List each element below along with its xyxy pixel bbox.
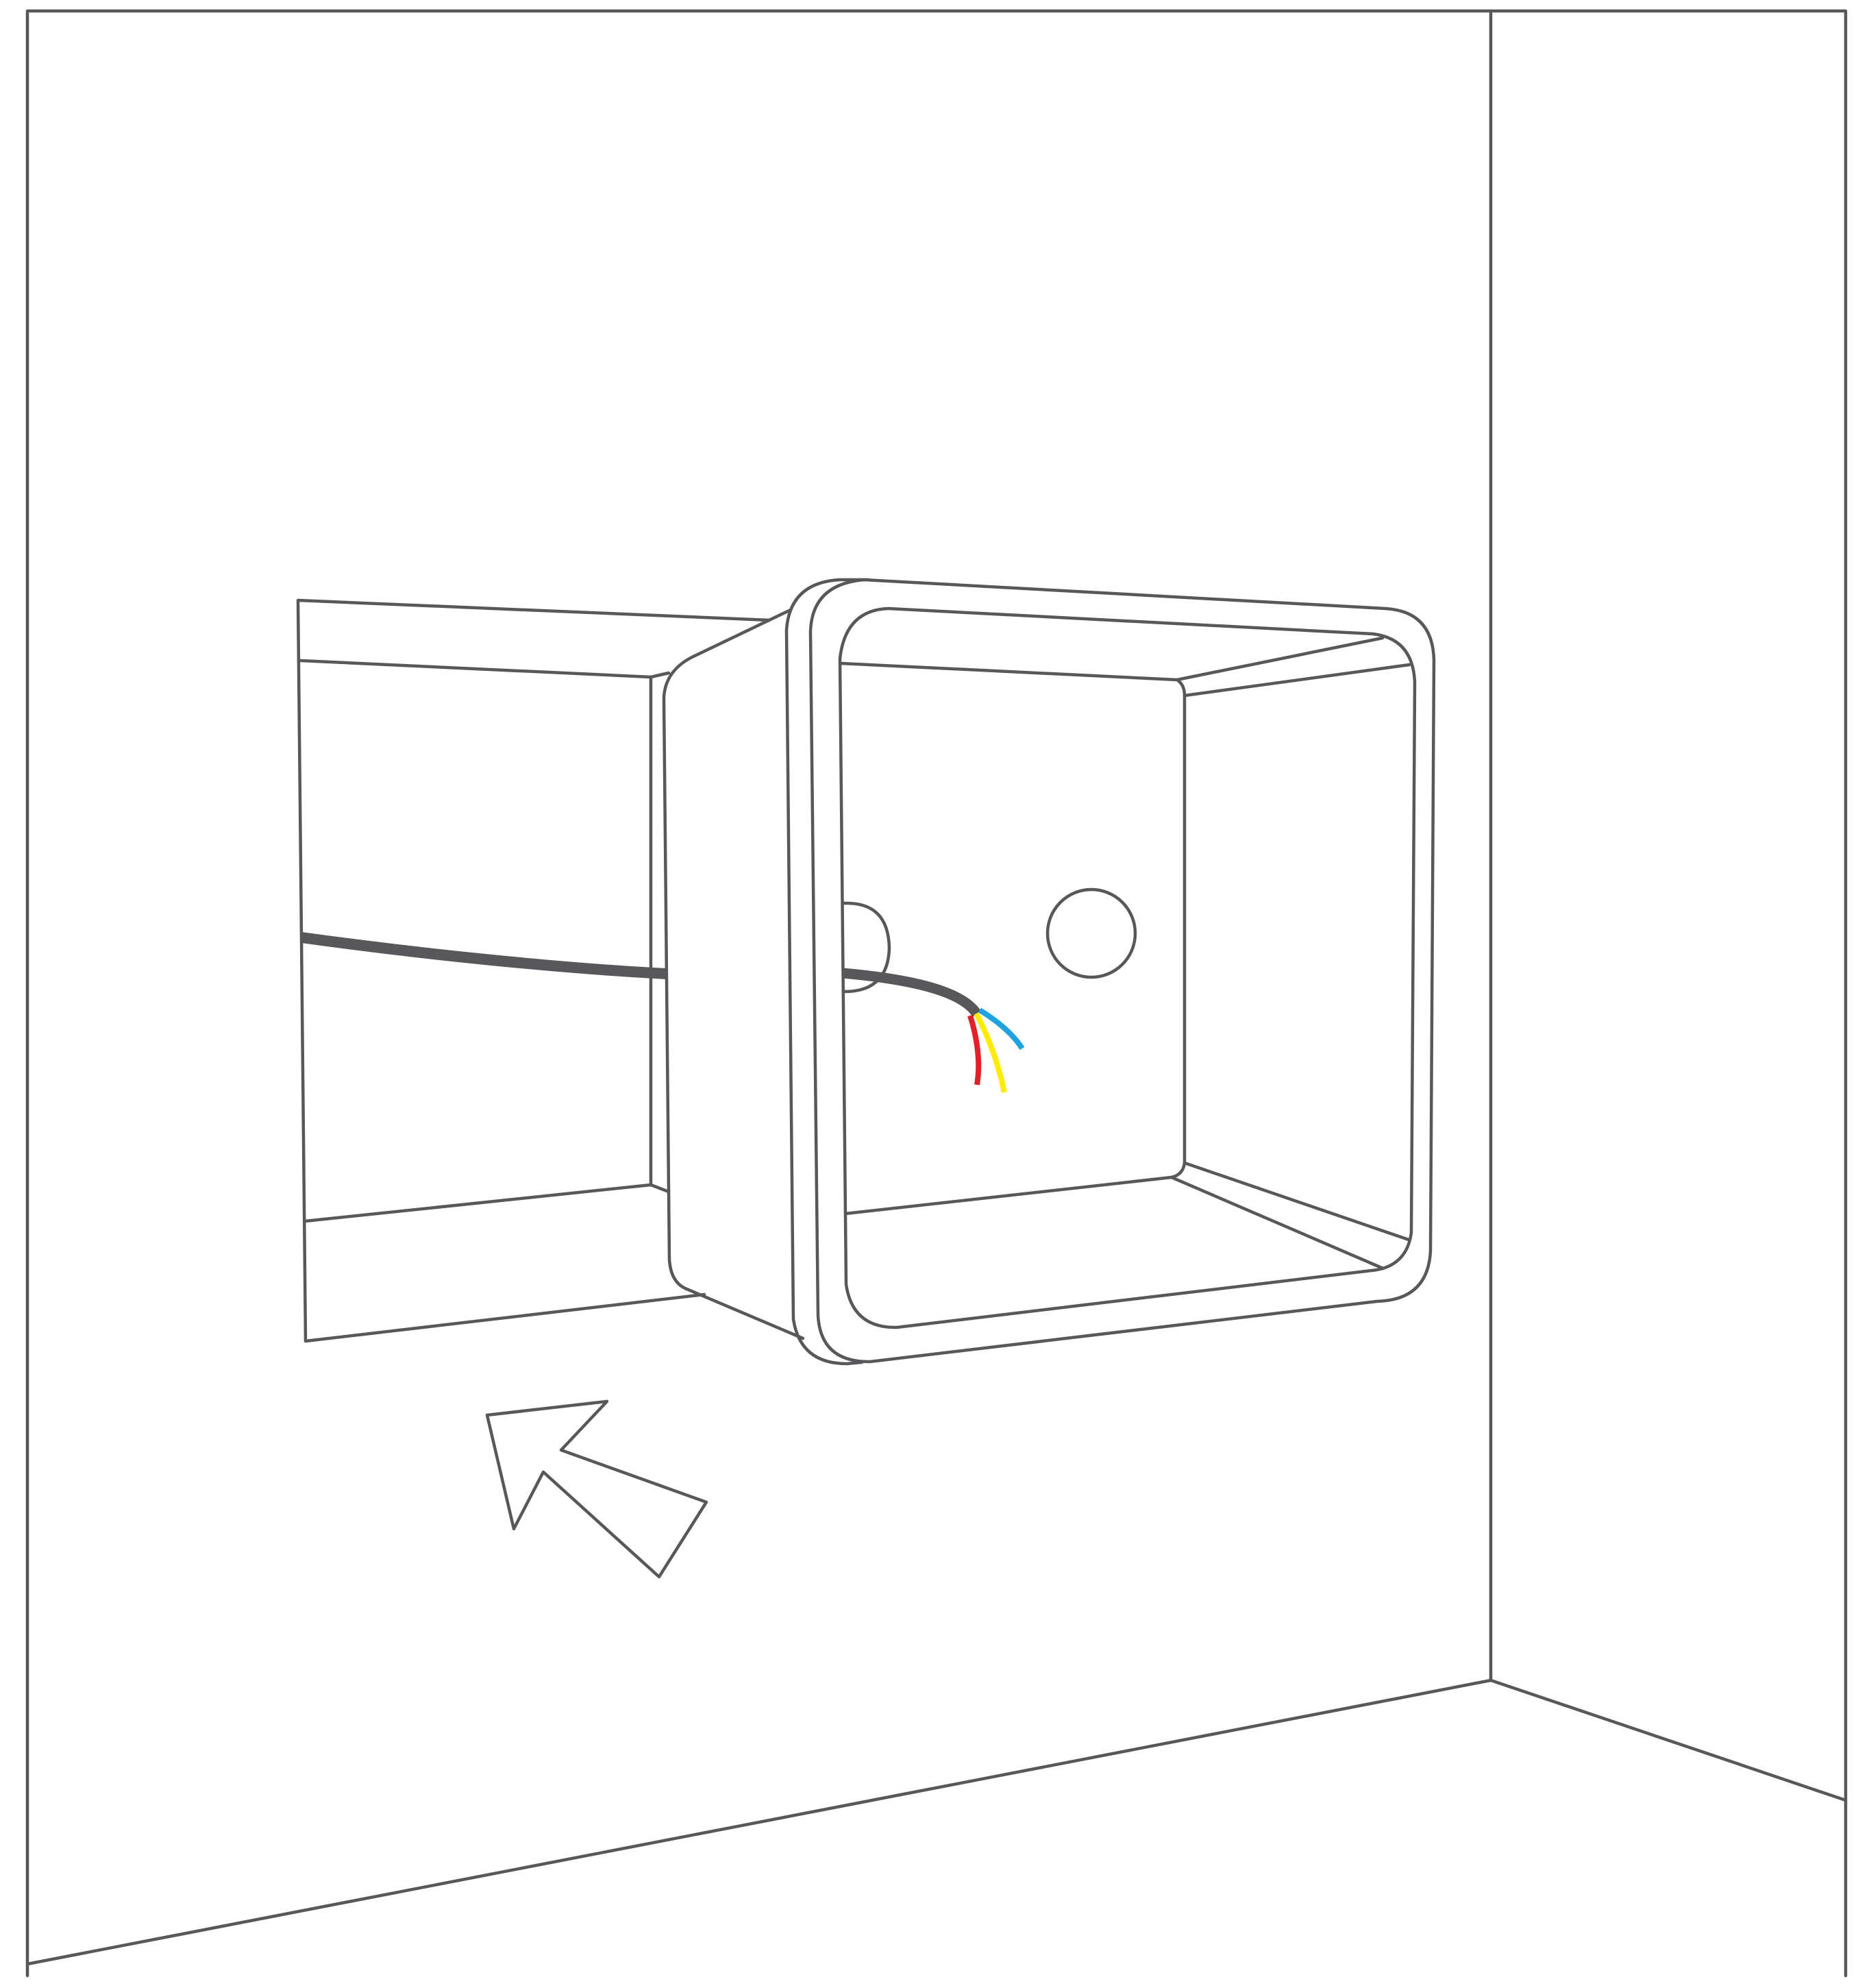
- box-side-body: [664, 610, 803, 1338]
- recess-inner-top-edge: [301, 661, 669, 677]
- recess-outer-outline: [298, 600, 769, 1341]
- floor-edge-left: [27, 1680, 1491, 1964]
- box-flange-outer: [810, 580, 1434, 1362]
- conductor-red: [970, 1016, 978, 1085]
- arrow-up-left-outline-icon: [487, 1401, 706, 1577]
- box-interior-bottom-right-edge-2: [1172, 1177, 1383, 1268]
- recess-inner-bottom-edge: [305, 1185, 669, 1221]
- box-cable-jacket: [843, 973, 977, 1014]
- wall-cable: [301, 937, 667, 974]
- box-interior-back-wall: [841, 663, 1185, 1214]
- wall-recess: [298, 600, 769, 1341]
- box-flange-inner: [840, 609, 1415, 1327]
- mounting-box: [664, 580, 1434, 1364]
- mounting-hole: [1048, 889, 1135, 977]
- box-interior-bottom-right-edge: [1185, 1163, 1409, 1240]
- floor-edge-right: [1491, 1680, 1846, 1800]
- box-cable: [843, 973, 1022, 1092]
- box-interior-top-right-edge-2: [1185, 665, 1409, 696]
